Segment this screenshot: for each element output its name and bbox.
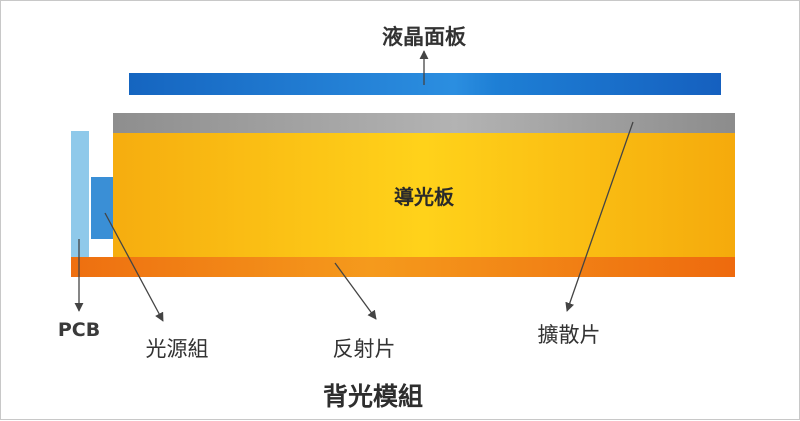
- light-source-block: [91, 177, 113, 239]
- light-source-arrow: [104, 212, 164, 322]
- diffuser-layer: [113, 113, 735, 133]
- diagram-title: 背光模組: [322, 382, 424, 411]
- light-guide-plate-label: 導光板: [394, 185, 454, 209]
- reflector-arrow: [334, 262, 377, 320]
- diffuser-label: 擴散片: [537, 323, 601, 347]
- lcd-panel-label: 液晶面板: [382, 25, 466, 49]
- reflector-label: 反射片: [332, 337, 396, 361]
- pcb-label: PCB: [57, 319, 101, 341]
- pcb-board: [71, 131, 89, 257]
- reflector-layer: [71, 257, 735, 277]
- diffuser-arrow: [565, 121, 634, 312]
- light-source-label: 光源組: [145, 337, 209, 361]
- light-guide-plate-layer: [113, 133, 735, 257]
- lcd-panel-layer: [129, 73, 721, 95]
